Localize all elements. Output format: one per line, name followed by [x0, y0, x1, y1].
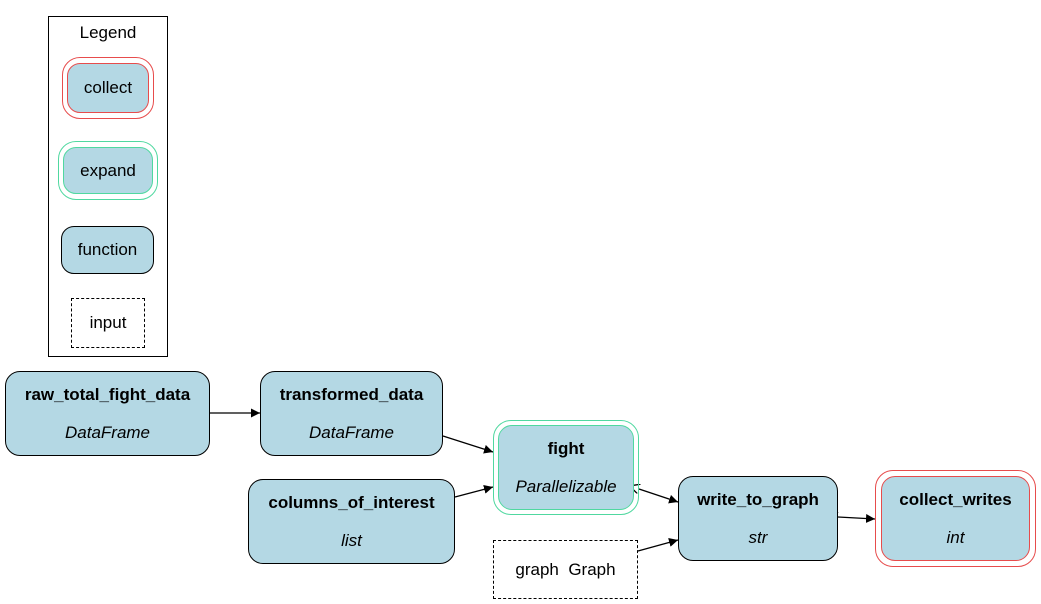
- legend-collect-label: collect: [83, 78, 133, 97]
- node-name: write_to_graph: [697, 489, 819, 509]
- node-type: list: [341, 530, 362, 550]
- node-type: str: [748, 527, 768, 547]
- node-graph-input: graph Graph: [493, 540, 638, 599]
- edge-write-to-collect: [838, 517, 876, 519]
- node-type: int: [946, 527, 965, 547]
- legend-function-node: function: [61, 226, 154, 274]
- node-name: transformed_data: [279, 384, 424, 404]
- legend-expand-label: expand: [80, 160, 136, 180]
- legend-expand-node: expand: [63, 147, 153, 194]
- node-type: DataFrame: [308, 422, 395, 442]
- node-name: fight: [547, 438, 585, 458]
- node-label: graph Graph: [515, 559, 616, 579]
- legend-input-label: input: [89, 313, 127, 332]
- node-transformed-data: transformed_data DataFrame: [260, 371, 443, 456]
- legend-collect-outer: [62, 57, 154, 119]
- edge-graph-to-write: [637, 538, 679, 552]
- node-raw-total-fight-data: raw_total_fight_data DataFrame: [5, 371, 210, 456]
- node-name: columns_of_interest: [268, 492, 435, 512]
- edge-columns-to-fight: [454, 484, 494, 498]
- node-collect-writes-outer-ring: [875, 470, 1036, 567]
- node-type: DataFrame: [64, 422, 151, 442]
- node-write-to-graph: write_to_graph str: [678, 476, 838, 561]
- node-collect-writes: collect_writes int: [881, 476, 1030, 561]
- legend-title: Legend: [79, 23, 137, 42]
- node-fight: fight Parallelizable: [498, 425, 634, 510]
- legend-expand-outer: [58, 141, 158, 200]
- node-name: collect_writes: [899, 489, 1012, 509]
- legend-collect-node: collect: [67, 63, 149, 113]
- node-name: raw_total_fight_data: [24, 384, 191, 404]
- node-fight-outer-ring: [493, 420, 639, 515]
- node-type: Parallelizable: [515, 476, 617, 496]
- legend-function-label: function: [77, 240, 138, 259]
- edge-transformed-to-fight: [442, 435, 494, 454]
- legend-input-node: input: [71, 298, 145, 348]
- legend-box: [48, 16, 168, 357]
- edge-fight-to-write: [639, 489, 679, 502]
- node-columns-of-interest: columns_of_interest list: [248, 479, 455, 564]
